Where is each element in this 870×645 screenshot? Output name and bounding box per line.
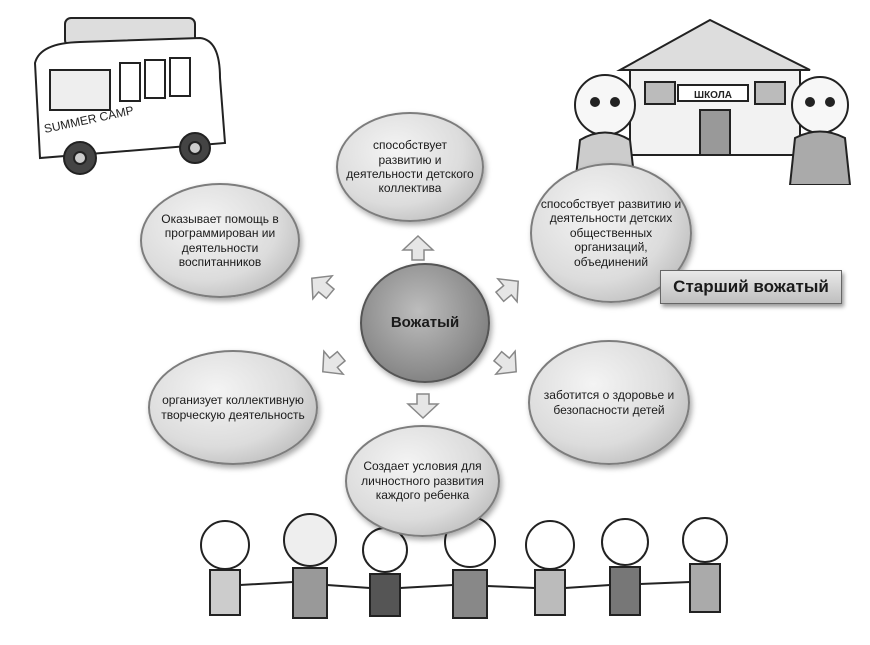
school-children-illustration: ШКОЛА xyxy=(573,18,852,185)
node-upper-right: способствует развитию и деятельности дет… xyxy=(530,163,692,303)
node-top: способствует развитию и деятельности дет… xyxy=(336,112,484,222)
node-lower-left: организует коллективную творческую деяте… xyxy=(148,350,318,465)
arrow-down-icon xyxy=(406,393,440,420)
node-upper-left: Оказывает помощь в программирован ии дея… xyxy=(140,183,300,298)
node-top-label: способствует развитию и деятельности дет… xyxy=(346,138,474,196)
node-bottom-label: Создает условия для личностного развития… xyxy=(361,459,484,503)
arrow-up-left-icon xyxy=(311,274,336,301)
node-lower-right: заботится о здоровье и безопасности дете… xyxy=(528,340,690,465)
arrow-up-icon xyxy=(401,234,435,261)
arrow-down-left-icon xyxy=(322,349,347,376)
senior-counselor-title-text: Старший вожатый xyxy=(673,277,829,296)
summer-camp-bus-illustration: SUMMER CAMP xyxy=(33,17,227,175)
arrow-down-right-icon xyxy=(492,349,517,376)
center-node-label: Вожатый xyxy=(390,314,460,331)
senior-counselor-title: Старший вожатый xyxy=(660,270,842,304)
arrow-up-right-icon xyxy=(494,277,519,304)
node-bottom: Создает условия для личностного развития… xyxy=(345,425,500,537)
node-upper-right-label: способствует развитию и деятельности дет… xyxy=(540,197,682,269)
node-lower-right-label: заботится о здоровье и безопасности дете… xyxy=(543,388,675,417)
node-lower-left-label: организует коллективную творческую деяте… xyxy=(161,393,305,422)
node-upper-left-label: Оказывает помощь в программирован ии дея… xyxy=(161,211,279,269)
center-node: Вожатый xyxy=(360,263,490,383)
school-sign-text: ШКОЛА xyxy=(694,90,732,101)
children-dancing-illustration xyxy=(200,513,728,619)
